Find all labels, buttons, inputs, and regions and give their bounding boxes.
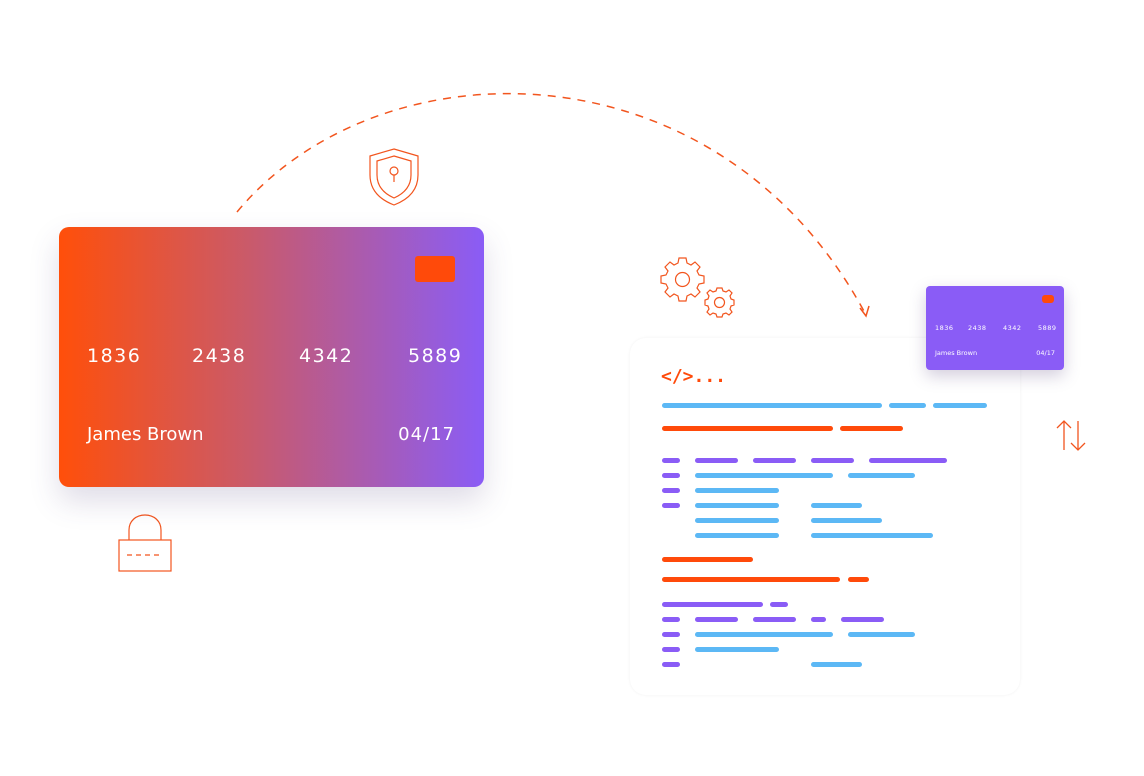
code-line (662, 488, 680, 493)
card-expiry: 04/17 (1036, 349, 1055, 357)
code-line (695, 617, 738, 622)
code-line (662, 503, 680, 508)
code-line (695, 647, 779, 652)
code-line (848, 632, 915, 637)
code-line (662, 577, 840, 582)
card-holder-name: James Brown (87, 424, 204, 445)
card-number-group-4: 5889 (1038, 324, 1057, 332)
padlock-icon (118, 514, 172, 572)
card-chip (415, 256, 455, 282)
credit-card-main: 1836 2438 4342 5889 James Brown 04/17 (59, 227, 484, 487)
code-line (869, 458, 947, 463)
card-chip (1042, 295, 1054, 303)
transfer-arrows-icon (1056, 420, 1086, 451)
code-line (933, 403, 987, 408)
code-line (811, 518, 882, 523)
code-line (695, 488, 779, 493)
credit-card-small: 1836 2438 4342 5889 James Brown 04/17 (926, 286, 1064, 370)
code-line (840, 426, 903, 431)
card-number-group-1: 1836 (87, 345, 142, 367)
code-line (662, 403, 882, 408)
code-line (889, 403, 926, 408)
shield-keyhole-icon (369, 148, 419, 206)
card-number-group-2: 2438 (192, 345, 247, 367)
code-line (662, 473, 680, 478)
code-line (695, 503, 779, 508)
card-number-group-4: 5889 (408, 345, 463, 367)
code-panel (630, 338, 1020, 695)
code-line (841, 617, 884, 622)
code-line (848, 577, 869, 582)
code-line (695, 458, 738, 463)
code-line (753, 617, 796, 622)
code-tag: </>... (661, 366, 727, 387)
code-line (811, 503, 862, 508)
code-line (662, 632, 680, 637)
card-number-group-3: 4342 (1003, 324, 1022, 332)
code-line (770, 602, 788, 607)
code-line (662, 426, 833, 431)
code-line (662, 602, 763, 607)
card-holder-name: James Brown (935, 349, 978, 357)
code-line (662, 458, 680, 463)
code-line (662, 617, 680, 622)
card-number-group-1: 1836 (935, 324, 954, 332)
code-line (662, 557, 753, 562)
gears-icon (660, 257, 735, 318)
code-line (695, 518, 779, 523)
code-line (662, 647, 680, 652)
card-number-group-3: 4342 (299, 345, 354, 367)
code-line (848, 473, 915, 478)
code-line (695, 533, 779, 538)
code-line (811, 458, 854, 463)
code-line (811, 662, 862, 667)
code-line (753, 458, 796, 463)
code-line (811, 533, 933, 538)
code-line (811, 617, 826, 622)
card-number-group-2: 2438 (968, 324, 987, 332)
code-line (695, 632, 833, 637)
code-line (662, 662, 680, 667)
code-line (695, 473, 833, 478)
card-expiry: 04/17 (398, 424, 455, 445)
